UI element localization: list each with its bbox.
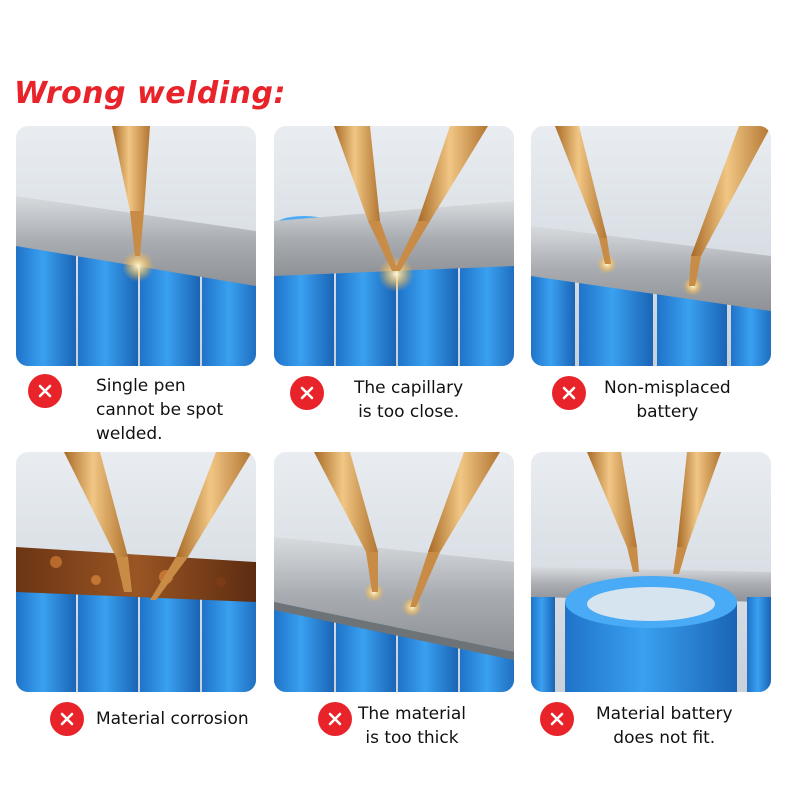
battery-not-fit-illustration xyxy=(531,452,771,692)
panel-misplaced-battery xyxy=(531,126,771,366)
material-corrosion-illustration xyxy=(16,452,256,692)
caption-material-thick: The material is too thick xyxy=(318,702,466,750)
caption-text: Non-misplaced battery xyxy=(604,378,731,422)
cross-icon xyxy=(50,702,84,736)
caption-text: The capillary is too close. xyxy=(354,378,464,422)
caption-capillary-close: The capillary is too close. xyxy=(290,376,463,424)
panel-single-pen xyxy=(16,126,256,366)
caption-battery-not-fit: Material battery does not fit. xyxy=(540,702,733,750)
caption-material-corrosion: Material corrosion xyxy=(50,702,249,736)
panel-capillary-close xyxy=(274,126,514,366)
single-pen-illustration xyxy=(16,126,256,366)
caption-text: Single pen cannot be spot welded. xyxy=(96,376,224,444)
cross-icon xyxy=(28,374,62,408)
panel-material-thick xyxy=(274,452,514,692)
cross-icon xyxy=(540,702,574,736)
page-title: Wrong welding: xyxy=(14,76,286,111)
caption-text: The material is too thick xyxy=(358,704,466,748)
capillary-close-illustration xyxy=(274,126,514,366)
caption-text: Material battery does not fit. xyxy=(596,704,733,748)
panel-battery-not-fit xyxy=(531,452,771,692)
material-thick-illustration xyxy=(274,452,514,692)
cross-icon xyxy=(290,376,324,410)
caption-text: Material corrosion xyxy=(96,709,249,729)
cross-icon xyxy=(318,702,352,736)
caption-misplaced-battery: Non-misplaced battery xyxy=(552,376,731,424)
cross-icon xyxy=(552,376,586,410)
panel-material-corrosion xyxy=(16,452,256,692)
misplaced-battery-illustration xyxy=(531,126,771,366)
caption-single-pen: Single pen cannot be spot welded. xyxy=(28,374,223,446)
